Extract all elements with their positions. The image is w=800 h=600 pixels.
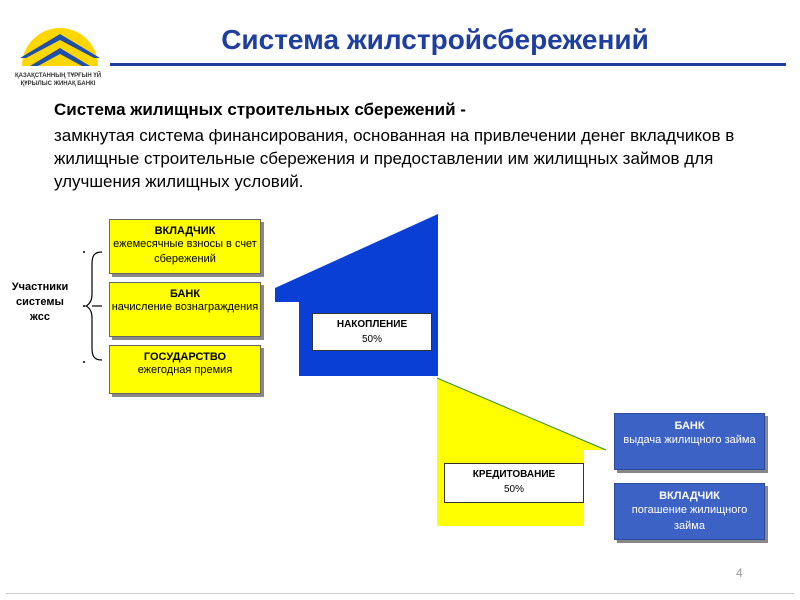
bank-logo [20, 28, 100, 66]
participant-depositor-title: ВКЛАДЧИК [154, 225, 216, 237]
logo-sun [22, 28, 98, 66]
title-divider [110, 63, 786, 66]
participant-bank-desc: начисление вознаграждения [111, 301, 259, 313]
crediting-value: 50% [503, 484, 524, 495]
loan-depositor-box: ВКЛАДЧИК погашение жилищного займа [614, 483, 765, 540]
bank-name: ҚАЗАҚСТАННЫҢ ТҰРҒЫН ҮЙ ҚҰРЫЛЫС ЖИНАҚ БАН… [14, 73, 102, 87]
participant-depositor-box: ВКЛАДЧИК ежемесячные взносы в счет сбере… [109, 219, 261, 274]
loan-bank-title: БАНК [674, 420, 705, 432]
participants-label: Участники системы жсс [11, 281, 69, 323]
definition-text: замкнутая система финансирования, основа… [54, 126, 735, 191]
page-title: Система жилстройсбережений [221, 24, 649, 55]
crediting-title: КРЕДИТОВАНИЕ [472, 469, 556, 480]
loan-bank-box: БАНК выдача жилищного займа [614, 413, 765, 470]
crediting-box: КРЕДИТОВАНИЕ 50% [444, 463, 584, 503]
loan-depositor-title: ВКЛАДЧИК [659, 490, 720, 502]
participant-bank-title: БАНК [169, 288, 201, 300]
logo-roof-inner [30, 48, 90, 66]
participant-state-desc: ежегодная премия [137, 364, 233, 376]
logo-roof [20, 34, 100, 58]
participant-state-box: ГОСУДАРСТВО ежегодная премия [109, 345, 261, 394]
crediting-house [436, 377, 607, 526]
accumulation-box: НАКОПЛЕНИЕ 50% [312, 313, 432, 351]
loan-bank-desc: выдача жилищного займа [623, 434, 756, 446]
accumulation-house [275, 214, 438, 376]
loan-depositor-desc: погашение жилищного займа [631, 504, 748, 532]
participant-state-title: ГОСУДАРСТВО [143, 351, 227, 363]
footer-divider [6, 593, 794, 594]
definition-term: Система жилищных строительных сбережений… [54, 100, 466, 119]
participant-depositor-desc: ежемесячные взносы в счет сбережений [113, 238, 257, 265]
participants-bracket [83, 251, 103, 363]
accumulation-value: 50% [361, 334, 382, 345]
page-number: 4 [736, 566, 743, 580]
participant-bank-box: БАНК начисление вознаграждения [109, 282, 261, 337]
accumulation-title: НАКОПЛЕНИЕ [336, 319, 408, 330]
